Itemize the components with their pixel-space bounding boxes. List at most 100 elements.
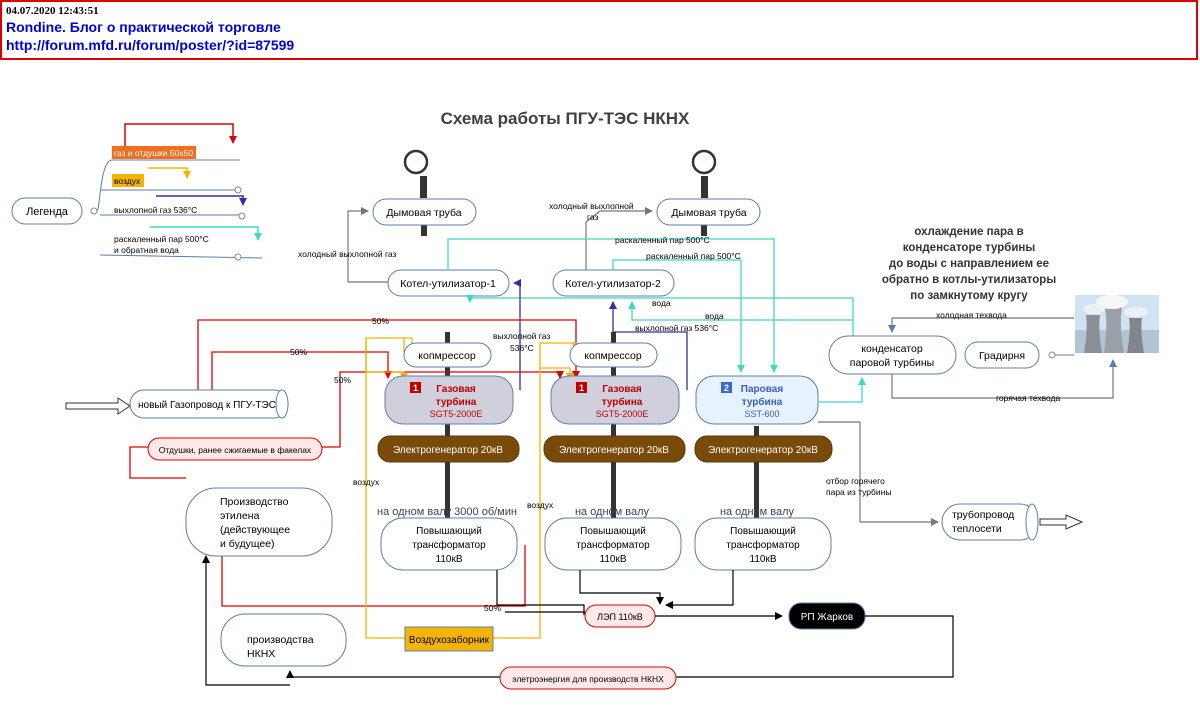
cooling-l2: конденсаторе турбины — [903, 242, 1036, 254]
label-cold-water: холодная техвода — [936, 310, 1007, 320]
ethylene-box[interactable] — [185, 487, 333, 557]
tr2-l2: трансформатор — [576, 539, 650, 551]
generator-1[interactable] — [377, 435, 520, 463]
chimney-1 — [403, 149, 429, 236]
generator-1-label: Электрогенератор 20кВ — [393, 445, 503, 456]
tr1-l2: трансформатор — [412, 539, 486, 551]
label-air-2: воздух — [527, 500, 554, 510]
legend-air-label: воздух — [114, 176, 141, 186]
label-steam-take-2: пара из турбины — [826, 487, 891, 497]
generator-2[interactable] — [543, 435, 686, 463]
cooling-note: охлаждение пара в конденсаторе турбины д… — [882, 226, 1056, 302]
ethylene-l4: и будущее) — [220, 538, 275, 550]
gas-pipeline-label: новый Газопровод к ПГУ-ТЭС — [138, 400, 276, 411]
label-water-2: вода — [705, 311, 724, 321]
boiler-2-label: Котел-утилизатор-2 — [565, 278, 661, 290]
cooling-tower-image — [1075, 295, 1159, 353]
label-p50d: 50% — [484, 603, 501, 613]
ethylene-l3: (действующее — [220, 524, 290, 536]
tr2-l3: 110кВ — [600, 554, 627, 565]
shaft-3 — [754, 426, 759, 562]
boiler-1-label: Котел-утилизатор-1 — [400, 278, 496, 290]
ethylene-l2: этилена — [220, 510, 260, 522]
header-blog-title[interactable]: Rondine. Блог о практической торговле — [6, 19, 281, 35]
heat-pipe-l2: теплосети — [952, 523, 1002, 535]
header-timestamp: 04.07.2020 12:43:51 — [6, 5, 99, 17]
st-model: SST-600 — [744, 409, 779, 419]
page-header: 04.07.2020 12:43:51 Rondine. Блог о прак… — [0, 0, 1198, 60]
tr3-l3: 110кВ — [750, 554, 777, 565]
lep-label: ЛЭП 110кВ — [597, 612, 643, 622]
legend-gas-label: газ и отдушки 50х50 — [114, 148, 193, 158]
chimney-2 — [691, 149, 717, 236]
tower-label: Градирня — [979, 350, 1025, 362]
gt2-line2: турбина — [602, 396, 643, 408]
label-shaft-2: на одном валу — [575, 506, 650, 518]
compressor-2-label: копмрессор — [584, 350, 642, 362]
label-cold-exhaust-1: холодный выхлопной газ — [298, 249, 397, 259]
label-shaft-3: на одном валу — [720, 506, 795, 518]
tr1-l3: 110кВ — [436, 554, 463, 565]
label-steam-2: раскаленный пар 500°С — [646, 251, 741, 261]
legend-root[interactable] — [11, 197, 83, 225]
gas-turbine-2[interactable]: 1 Газовая турбина SGT5-2000E — [550, 375, 680, 425]
condenser-l1: конденсатор — [861, 343, 923, 355]
header-url[interactable]: http://forum.mfd.ru/forum/poster/?id=875… — [6, 37, 295, 53]
legend-air-swatch — [112, 174, 144, 187]
transformer-1[interactable] — [380, 517, 518, 571]
cooling-l4: обратно в котлы-утилизаторы — [882, 274, 1056, 286]
flare-label: Отдушки, ранее сжигаемые в факелах — [159, 445, 312, 455]
cooling-l3: до воды с направлением ее — [889, 258, 1049, 270]
nknh-l2: НКНХ — [247, 648, 275, 660]
gt2-badge: 1 — [579, 383, 584, 393]
tr2-l1: Повышающий — [580, 526, 646, 537]
tower-box[interactable] — [964, 341, 1040, 369]
compressor-2[interactable] — [569, 342, 658, 368]
chimney-2-box[interactable] — [656, 198, 761, 226]
label-p50c: 50% — [334, 375, 351, 385]
legend-gas-swatch — [112, 146, 196, 159]
elec-label: элетроэнергия для производств НКНХ — [512, 674, 664, 684]
air-intake-label: Воздухозаборник — [409, 634, 490, 646]
heat-pipe-l1: трубопровод — [952, 509, 1014, 521]
label-cold-exhaust-2a: холодный выхлопной — [549, 201, 634, 211]
gt1-model: SGT5-2000E — [430, 409, 483, 419]
gt2-model: SGT5-2000E — [596, 409, 649, 419]
transformer-3[interactable] — [694, 517, 832, 571]
air-intake[interactable] — [404, 626, 494, 652]
chimney-1-label: Дымовая труба — [386, 207, 461, 219]
transformer-2[interactable] — [544, 517, 682, 571]
gas-turbine-1[interactable]: 1 Газовая турбина SGT5-2000E — [384, 375, 514, 425]
st-badge: 2 — [724, 383, 729, 393]
label-steam-1: раскаленный пар 500°С — [615, 235, 710, 245]
gt2-line1: Газовая — [602, 384, 642, 395]
st-line2: турбина — [742, 396, 783, 408]
generator-3-label: Электрогенератор 20кВ — [708, 445, 818, 456]
legend: Легенда газ и отдушки 50х50 воздух выхло… — [11, 123, 263, 261]
legend-exhaust-label: выхлопной газ 536°С — [114, 205, 197, 215]
gt1-line2: турбина — [436, 396, 477, 408]
gt1-line1: Газовая — [436, 384, 476, 395]
flare-box[interactable] — [147, 437, 323, 461]
chimney-2-label: Дымовая труба — [671, 207, 746, 219]
steam-turbine[interactable]: 2 Паровая турбина SST-600 — [695, 375, 819, 425]
tr3-l1: Повышающий — [730, 526, 796, 537]
legend-steam-label: раскаленный пар 500°С — [114, 234, 209, 244]
tr3-l2: трансформатор — [726, 539, 800, 551]
generator-2-label: Электрогенератор 20кВ — [559, 445, 669, 456]
rp-label: РП Жарков — [801, 612, 853, 623]
compressor-1[interactable] — [403, 342, 492, 368]
generator-3[interactable] — [694, 435, 833, 463]
nknh-box[interactable] — [220, 613, 347, 667]
label-water-1: вода — [652, 298, 671, 308]
nknh-l1: производства — [247, 634, 314, 646]
compressor-1-label: копмрессор — [418, 350, 476, 362]
elec-box[interactable] — [499, 666, 677, 690]
chimney-1-box[interactable] — [372, 198, 477, 226]
label-cold-exhaust-2b: газ — [587, 212, 599, 222]
legend-root-label: Легенда — [26, 206, 69, 218]
tr1-l1: Повышающий — [416, 526, 482, 537]
gt1-badge: 1 — [413, 383, 418, 393]
diagram-title: Схема работы ПГУ-ТЭС НКНХ — [441, 109, 690, 128]
